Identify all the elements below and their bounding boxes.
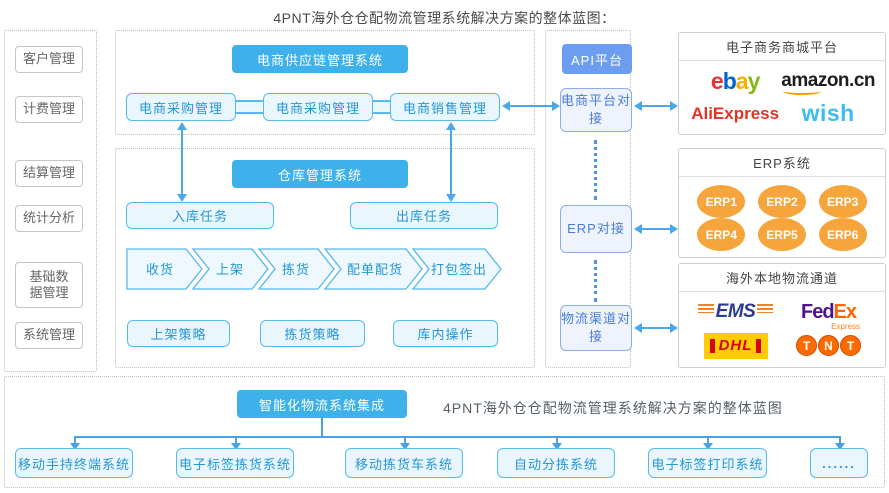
erp-node: ERP2 [757,185,806,218]
erp-node: ERP1 [697,185,746,218]
chevron-allocate [323,248,423,290]
arrow-sales-apilink [502,101,560,111]
arrow-channel-logistics [634,323,678,333]
node-auto-sorting: 自动分拣系统 [497,448,615,478]
erp-panel-header: ERP系统 [679,149,885,177]
node-ecom-sales: 电商销售管理 [390,93,500,121]
chevron-label: 上架 [216,262,244,277]
fedex-ex: Ex [833,300,857,323]
chevron-pick [257,248,335,290]
chevron-label: 配单配货 [347,262,403,277]
tnt-letter: N [818,335,839,356]
node-label-picking: 电子标签拣货系统 [176,448,294,478]
node-inbound-task: 入库任务 [126,202,274,229]
chevron-label: 打包签出 [431,262,487,277]
mall-panel: 电子商务商城平台 ebay amazon.cn AliExpress wish [678,32,886,135]
sidebar-item-settlement: 结算管理 [15,160,83,187]
amazon-logo: amazon.cn [781,70,875,96]
chevron-receive [126,248,203,290]
ems-logo: EMS [697,301,774,323]
dotted-link [594,140,597,200]
ems-text: EMS [715,301,756,322]
node-more-systems: ...... [810,448,868,478]
ems-stripe-icon [757,304,774,313]
node-outbound-task: 出库任务 [350,202,498,229]
wish-logo: wish [801,100,855,127]
tnt-letter: T [796,335,817,356]
erp-node: ERP6 [818,218,867,251]
ebay-logo: ebay [710,67,761,95]
dhl-text: DHL [709,338,762,353]
tree-arrow [552,436,562,450]
arrow-apilink-mall [634,101,678,111]
node-handheld-terminal: 移动手持终端系统 [15,448,133,478]
ems-stripe-icon [697,304,714,313]
arrow-erplink-erp [634,224,678,234]
erp-node: ERP3 [818,185,867,218]
node-ecom-platform-link: 电商平台对接 [560,88,632,132]
node-picking-strategy: 拣货策略 [260,320,365,347]
dhl-logo: DHL [703,332,768,359]
logistics-panel-header: 海外本地物流通道 [679,264,885,292]
tree-arrow [703,436,713,450]
tree-line-vertical [321,418,323,436]
integration-header: 智能化物流系统集成 [237,390,407,418]
node-ecom-purchase-2: 电商采购管理 [263,93,373,121]
node-erp-link: ERP对接 [560,205,632,253]
fedex-fed: Fed [800,300,835,323]
erp-node: ERP5 [757,218,806,251]
ebay-letter: y [747,67,761,94]
tree-arrow [835,436,845,450]
ebay-letter: e [710,67,724,94]
sidebar-item-system: 系统管理 [15,322,83,349]
node-shelving-strategy: 上架策略 [127,320,230,347]
sidebar-item-billing: 计费管理 [15,96,83,123]
arrow-sales-outbound [446,122,456,202]
tree-line-horizontal [74,436,840,438]
node-label-printing: 电子标签打印系统 [648,448,767,478]
wms-header: 仓库管理系统 [232,160,408,188]
tnt-letter: T [840,335,861,356]
sidebar-panel [4,30,97,372]
supply-chain-header: 电商供应链管理系统 [232,45,408,73]
sidebar-item-basic-data: 基础数据管理 [15,262,83,308]
arrow-purchase-inbound [177,122,187,202]
page-title: 4PNT海外仓仓配物流管理系统解决方案的整体蓝图： [273,10,616,26]
ebay-letter: a [735,67,749,94]
erp-panel: ERP系统 ERP1 ERP2 ERP3 ERP4 ERP5 ERP6 [678,148,886,258]
tree-arrow [70,436,80,450]
node-warehouse-operation: 库内操作 [393,320,498,347]
dotted-link [594,260,597,302]
chevron-pack [411,248,502,290]
api-platform-header: API平台 [562,44,632,74]
integration-caption: 4PNT海外仓仓配物流管理系统解决方案的整体蓝图 [443,400,783,416]
amazon-text: amazon.cn [781,70,875,92]
sidebar-item-customer: 客户管理 [15,46,83,73]
node-picking-cart: 移动拣货车系统 [345,448,463,478]
erp-node: ERP4 [697,218,746,251]
tree-arrow [231,436,241,450]
ebay-letter: b [722,67,737,94]
chevron-shelve [191,248,269,290]
node-ecom-purchase-1: 电商采购管理 [126,93,236,121]
chevron-label: 收货 [146,262,174,277]
chevron-label: 拣货 [282,262,310,277]
tree-arrow [400,436,410,450]
process-flow-chevrons: 收货 上架 拣货 配单配货 打包签出 [126,248,502,290]
fedex-express: Express [831,321,861,331]
sidebar-item-statistics: 统计分析 [15,205,83,232]
node-logistics-channel-link: 物流渠道对接 [560,305,632,351]
mall-panel-header: 电子商务商城平台 [679,33,885,61]
aliexpress-logo: AliExpress [691,103,780,123]
amazon-smile-icon [783,88,822,96]
